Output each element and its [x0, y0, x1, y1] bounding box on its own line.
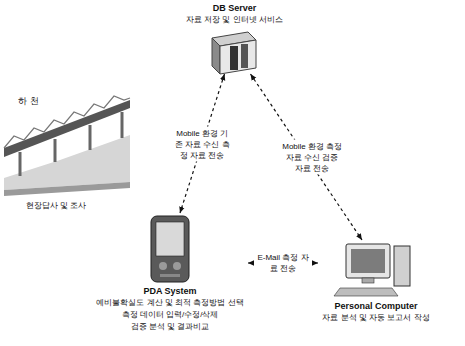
bridge-pier	[19, 152, 22, 176]
bridge-pier	[89, 125, 92, 150]
site-note: 현장답사 및 조사	[26, 200, 86, 211]
server-icon	[212, 32, 256, 74]
pda-screen	[156, 222, 184, 256]
device-node: Personal Computer자료 분석 및 자동 보고서 작성	[318, 240, 434, 326]
link-label: Mobile 환경 측정 자료 수신 검증 자료 전송	[280, 140, 344, 175]
server-slot	[230, 46, 238, 70]
pda-button	[173, 262, 181, 270]
node-description: 자료 저장 및 인터넷 서비스	[185, 14, 284, 26]
node-title: PDA System	[95, 285, 245, 297]
river-bank	[4, 182, 130, 196]
pc-stand	[362, 278, 374, 283]
node-title: DB Server	[185, 2, 284, 14]
node-description: 예비불확실도 계산 및 최적 측정방법 선택	[95, 297, 245, 309]
bridge-pier	[121, 112, 124, 138]
node-description: 측정 데이터 입력/수정/삭제	[95, 309, 245, 321]
bridge-truss	[4, 96, 130, 148]
node-description: 자료 분석 및 자동 보고서 작성	[321, 312, 431, 324]
bridge-picture	[4, 96, 130, 196]
pc-icon	[334, 244, 410, 296]
pda-button	[160, 274, 180, 277]
site-name: 하 천	[18, 96, 39, 107]
device-node: DB Server자료 저장 및 인터넷 서비스	[182, 2, 287, 74]
server-front	[220, 40, 256, 74]
pda-body	[151, 216, 189, 282]
link-label: Mobile 환경 기존 자료 수신 측정 자료 전송	[171, 126, 233, 161]
pda-button	[159, 262, 167, 270]
pc-monitor	[346, 244, 390, 278]
link-label: E-Mail 측정 자료 전송	[254, 251, 312, 275]
bridge-deck	[4, 100, 130, 157]
server-slot	[241, 44, 248, 68]
pc-tower	[394, 246, 410, 286]
dotted-link	[251, 74, 363, 240]
bridge-pier	[54, 139, 57, 162]
pc-keyboard	[334, 288, 398, 296]
device-node: PDA System예비불확실도 계산 및 최적 측정방법 선택측정 데이터 입…	[92, 213, 248, 335]
pda-icon	[151, 216, 189, 282]
pc-screen	[351, 249, 385, 273]
node-title: Personal Computer	[321, 300, 431, 312]
node-description: 검증 분석 및 결과비교	[95, 321, 245, 333]
server-side	[212, 38, 220, 74]
